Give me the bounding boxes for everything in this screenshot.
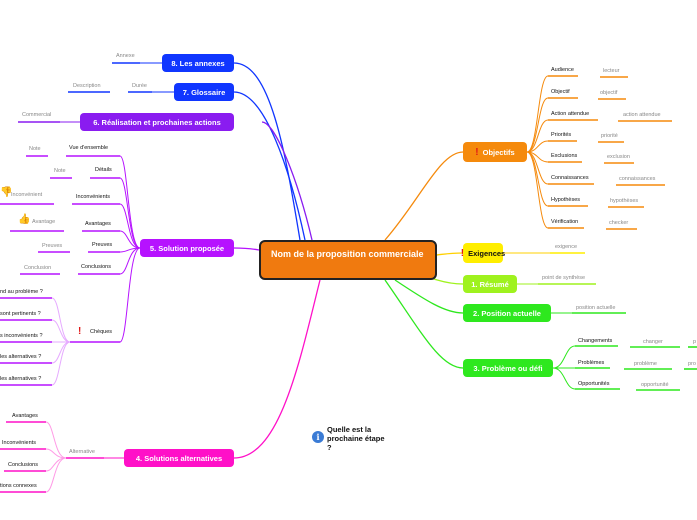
subtopic-value[interactable]: priorité [601,133,618,139]
glossaire-sub[interactable]: Description [73,83,101,89]
alternatives-sub[interactable]: Alternative [69,449,95,455]
connector [233,62,301,241]
check-item[interactable]: les alternatives ? [0,376,42,382]
topic-annexes[interactable]: 8. Les annexes [162,54,234,72]
topic-realisation[interactable]: 6. Réalisation et prochaines actions [80,113,234,131]
exclamation-icon: ! [460,247,465,259]
subtopic-value[interactable]: Note [29,146,41,152]
subtopic[interactable]: Audience [551,67,574,73]
connector [233,279,321,459]
subtopic-value[interactable]: Note [54,168,66,174]
subtopic[interactable]: Problèmes [578,360,605,366]
subtopic-value[interactable]: Conclusion [24,265,52,271]
check-item[interactable]: sont pertinents ? [0,311,41,317]
thumbs-down-icon: 👎 [0,187,13,198]
subtopic-value[interactable]: pro [688,361,696,367]
topic-probleme[interactable]: 3. Problème ou défi [463,359,553,377]
topic-resume[interactable]: 1. Résumé [463,275,517,293]
subtopic-value[interactable]: opportunité [641,382,669,388]
topic-resume-label: 1. Résumé [471,279,509,289]
subtopic-value[interactable]: changer [643,339,663,345]
subtopic-value[interactable]: Avantage [32,219,56,225]
subtopic-value[interactable]: checker [609,220,629,226]
subtopic[interactable]: Chèques [90,329,113,335]
subtopic[interactable]: Objectif [551,89,570,95]
info-icon: i [312,431,324,443]
connector [384,279,464,369]
subtopic[interactable]: Vérification [551,219,579,225]
subtopic-value[interactable]: Inconvénient [11,192,43,198]
subtopic-value[interactable]: connaissances [619,176,656,182]
subtopic[interactable]: Changements [578,338,613,344]
realisation-sub[interactable]: Commercial [22,112,52,118]
subtopic-value[interactable]: exclusion [607,154,630,160]
subtopic-value[interactable]: hypothèses [610,198,639,204]
subtopic-value[interactable]: problème [634,361,657,367]
subtopic[interactable]: Exclusions [551,153,578,159]
exclamation-icon: ! [475,146,479,158]
topic-objectifs-label: Objectifs [482,147,515,157]
check-item[interactable]: nd au problème ? [0,289,43,295]
topic-solution[interactable]: 5. Solution proposée [140,239,234,257]
topic-exigences[interactable]: ! Exigences [460,243,506,263]
topic-alternatives-label: 4. Solutions alternatives [135,453,223,463]
subtopic[interactable]: Preuves [92,242,113,248]
resume-value[interactable]: point de synthèse [542,275,586,281]
subtopic[interactable]: Opportunités [578,381,610,387]
subtopic[interactable]: Inconvénients [76,194,110,200]
subtopic[interactable]: Connaissances [551,175,589,181]
subtopic-value[interactable]: Preuves [42,243,63,249]
connector [261,121,313,241]
topic-solution-label: 5. Solution proposée [149,243,225,253]
subtopic-value[interactable]: p [693,339,697,345]
subtopic-value[interactable]: lecteur [603,68,620,74]
position-value[interactable]: position actuelle [576,305,616,311]
subtopic-value[interactable]: objectif [600,90,618,96]
subtopic[interactable]: Conclusions [81,264,111,270]
topic-realisation-label: 6. Réalisation et prochaines actions [93,117,221,127]
subtopic[interactable]: Détails [95,167,112,173]
connector [233,91,306,241]
connector [394,279,464,314]
exclamation-icon: ! [78,326,82,337]
thumbs-up-icon: 👍 [18,214,31,225]
glossaire-sub[interactable]: Durée [132,83,147,89]
subtopic-value[interactable]: action attendue [623,112,661,118]
topic-probleme-label: 3. Problème ou défi [473,363,543,373]
subtopic[interactable]: tions connexes [0,483,37,489]
subtopic[interactable]: Hypothèses [551,197,581,203]
subtopic[interactable]: Inconvénients [2,440,36,446]
topic-objectifs[interactable]: ! Objectifs [463,142,527,162]
connector [233,247,260,251]
subtopic[interactable]: Avantages [12,413,38,419]
subtopic[interactable]: Action attendue [551,111,590,117]
check-item[interactable]: s inconvénients ? [0,333,43,339]
subtopic[interactable]: Avantages [85,221,111,227]
subtopic[interactable]: Vue d'ensemble [69,145,109,151]
exigences-value[interactable]: exigence [555,244,578,250]
topic-position-actuelle[interactable]: 2. Position actuelle [463,304,551,322]
topic-exigences-label: Exigences [468,248,506,258]
subtopic[interactable]: Conclusions [8,462,38,468]
topic-alternatives[interactable]: 4. Solutions alternatives [124,449,234,467]
central-topic-title: Nom de la proposition commerciale [271,249,424,259]
check-item[interactable]: les alternatives ? [0,354,42,360]
subtopic[interactable]: Priorités [551,132,572,138]
topic-annexes-label: 8. Les annexes [171,58,225,68]
topic-position-label: 2. Position actuelle [473,308,541,318]
annexes-sub[interactable]: Annexe [116,53,135,59]
topic-glossaire[interactable]: 7. Glossaire [174,83,234,101]
next-step-note[interactable]: Quelle est la prochaine étape ? [327,425,385,452]
topic-glossaire-label: 7. Glossaire [182,87,226,97]
central-topic[interactable]: Nom de la proposition commerciale [259,240,437,280]
connector [384,151,464,241]
